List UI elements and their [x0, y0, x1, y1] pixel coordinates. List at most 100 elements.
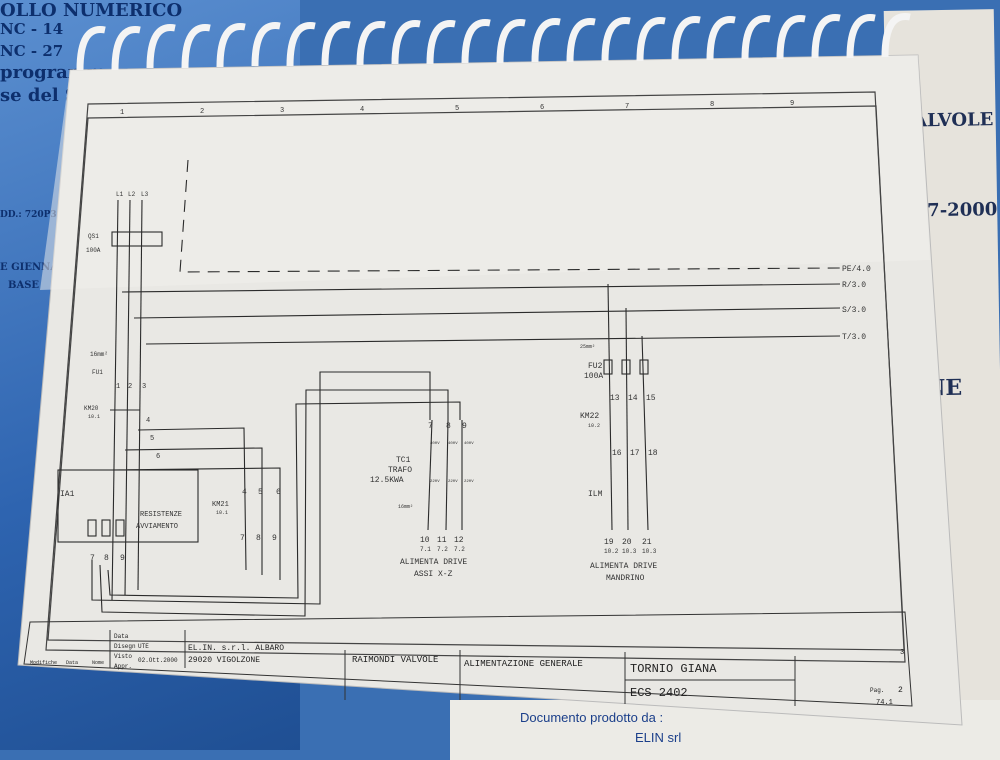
bg-text: DD.: 720P30	[0, 210, 63, 220]
trafo-power: 12.5KWA	[370, 476, 404, 485]
fu-term: 2	[128, 383, 132, 391]
tb-row-label: Appr.	[114, 663, 132, 670]
v-in: 400V	[430, 442, 440, 446]
s-label: S/3.0	[842, 306, 866, 315]
spiral-binding	[76, 13, 911, 71]
v-out: 220V	[448, 480, 458, 484]
column-number: 3	[280, 107, 284, 115]
phase-label: L1	[116, 191, 124, 198]
km20-label: KM20	[84, 405, 99, 412]
axes-ref: 7.2	[454, 546, 465, 553]
spindle-out-term: 21	[642, 538, 652, 547]
fu-section: 16mm²	[90, 351, 108, 358]
title-block-text: Data Disegn Visto Appr. UTE 02.Ott.2000 …	[30, 633, 904, 707]
phase-label: L3	[141, 191, 149, 198]
spindle-term: 14	[628, 394, 638, 403]
resistors-label: RESISTENZE	[140, 511, 182, 519]
spindle-term: 17	[630, 449, 640, 458]
tb-mod-header: Nome	[92, 660, 104, 666]
spindle-term: 16	[612, 449, 622, 458]
column-number: 9	[790, 100, 794, 108]
column-number: 1	[120, 109, 124, 117]
axes-ref: 7.2	[437, 546, 448, 553]
spindle-caption: ALIMENTA DRIVE	[590, 562, 657, 571]
t-label: T/3.0	[842, 333, 866, 342]
drive-axes-labels: 7 8 9 TC1 TRAFO 12.5KWA 400V 400V 400V 2…	[370, 422, 474, 579]
axes-out-term: 11	[437, 536, 447, 545]
ilm-label: ILM	[588, 490, 603, 499]
out-term: 8	[104, 554, 109, 563]
bottom-doc-text: Documento prodotto da :	[520, 710, 664, 725]
out-term: 9	[120, 554, 125, 563]
fu1-label: FU1	[92, 369, 103, 376]
fu2-label: FU2	[588, 362, 603, 371]
spindle-ref: 10.3	[642, 548, 657, 555]
spindle-labels: 25mm² FU2 100A 13 14 15 KM22 10.2 16 17 …	[580, 344, 658, 583]
column-number: 5	[455, 105, 459, 113]
trafo-label: TRAFO	[388, 466, 412, 475]
spindle-caption: MANDRINO	[606, 574, 645, 583]
paper-glare	[40, 55, 930, 290]
tb-mod-header: Data	[66, 660, 78, 666]
column-number: 4	[360, 106, 364, 114]
tb-row-label: Disegn	[114, 643, 136, 650]
tb-mod-header: Modifiche	[30, 660, 57, 666]
tc1-label: TC1	[396, 456, 411, 465]
tb-pag-label: Pag.	[870, 687, 884, 694]
spindle-out-term: 20	[622, 538, 632, 547]
bg-text: OLLO NUMERICO	[0, 0, 183, 21]
column-numbers: 1 2 3 4 5 6 7 8 9	[120, 100, 794, 117]
tb-description: ALIMENTAZIONE GENERALE	[464, 659, 583, 669]
km21-ref: 10.1	[216, 510, 228, 516]
title-block	[23, 611, 913, 707]
axes-out-term: 12	[454, 536, 464, 545]
km21-bottom-term: 8	[256, 534, 261, 543]
column-number: 8	[710, 101, 714, 109]
tb-company: EL.IN. s.r.l. ALBARO	[188, 644, 284, 653]
spindle-out-term: 19	[604, 538, 614, 547]
bottom-doc-text: ELIN srl	[635, 730, 682, 745]
km20-ref: 10.1	[88, 414, 100, 420]
tb-row-label: Data	[114, 633, 129, 640]
km20-term: 4	[146, 417, 150, 425]
km21-label: KM21	[212, 501, 229, 509]
spindle-section: 25mm²	[580, 344, 595, 350]
column-number: 7	[625, 103, 629, 111]
tb-next-ref: 74.1	[876, 699, 893, 707]
wire-5: 5	[150, 435, 154, 443]
v-in: 400V	[448, 442, 458, 446]
tb-row-label: Visto	[114, 653, 132, 660]
r-label: R/3.0	[842, 281, 866, 290]
tb-date: 02.Ott.2000	[138, 657, 178, 664]
column-number: 2	[200, 108, 204, 116]
qs1-rating: 100A	[86, 247, 101, 254]
km21-top-term: 5	[258, 488, 263, 497]
fu-term: 1	[116, 383, 120, 391]
axes-out-term: 10	[420, 536, 430, 545]
tb-pag: 2	[898, 686, 903, 695]
bg-text: BASE	[8, 280, 40, 291]
qs1-label: QS1	[88, 233, 99, 240]
axes-ref: 7.1	[420, 546, 431, 553]
axes-term: 7	[428, 422, 433, 431]
wire-6: 6	[156, 453, 160, 461]
left-section-labels: QS1 100A 16mm² FU1 1 2 3 KM20 10.1 4 5 6…	[60, 233, 281, 563]
bg-text: NC - 14	[0, 20, 64, 38]
tb-machine: TORNIO GIANA	[630, 662, 717, 676]
wiring	[57, 159, 841, 617]
tb-company: 29020 VIGOLZONE	[188, 656, 260, 665]
km22-label: KM22	[580, 412, 599, 421]
resistors-label: AVVIAMENTO	[136, 523, 178, 531]
axes-term: 9	[462, 422, 467, 431]
km22-ref: 10.2	[588, 423, 600, 429]
spindle-ref: 10.2	[604, 548, 619, 555]
pe-label: PE/4.0	[842, 265, 871, 274]
spindle-term: 13	[610, 394, 620, 403]
spindle-term: 18	[648, 449, 658, 458]
tb-client: RAIMONDI VALVOLE	[352, 655, 438, 665]
phase-label: L2	[128, 191, 136, 198]
fu-term: 3	[142, 383, 146, 391]
column-number: 6	[540, 104, 544, 112]
km21-top-term: 6	[276, 488, 281, 497]
